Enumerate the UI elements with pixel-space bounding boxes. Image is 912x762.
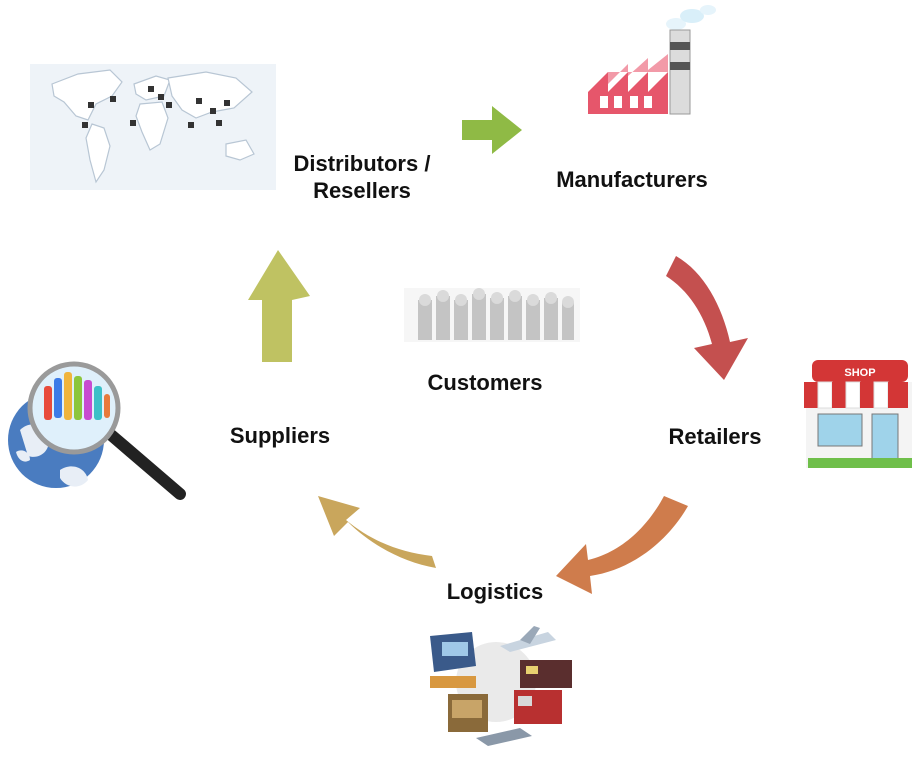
arrow-retailers-to-logistics — [556, 496, 688, 594]
arrow-distributors-to-manufacturers — [462, 106, 522, 154]
factory-icon — [588, 5, 716, 115]
label-logistics: Logistics — [446, 579, 544, 604]
label-distributors-resellers: Distributors / Resellers — [262, 150, 462, 204]
globe-magnifier-icon — [8, 361, 186, 500]
arrow-logistics-to-suppliers — [318, 496, 436, 568]
shop-sign-text: SHOP — [844, 367, 875, 379]
label-distributors-line1: Distributors / — [293, 151, 431, 176]
arrow-manufacturers-to-retailers — [666, 256, 748, 380]
crowd-icon — [404, 288, 580, 342]
label-customers: Customers — [427, 370, 543, 395]
label-distributors-line2: Resellers — [313, 178, 411, 203]
label-suppliers: Suppliers — [229, 423, 331, 448]
shop-icon: SHOP — [804, 360, 912, 468]
arrow-suppliers-to-distributors — [248, 250, 310, 362]
label-retailers: Retailers — [668, 424, 762, 449]
world-map-icon — [30, 64, 276, 190]
transport-collage-icon — [430, 626, 572, 746]
label-manufacturers: Manufacturers — [556, 167, 708, 192]
